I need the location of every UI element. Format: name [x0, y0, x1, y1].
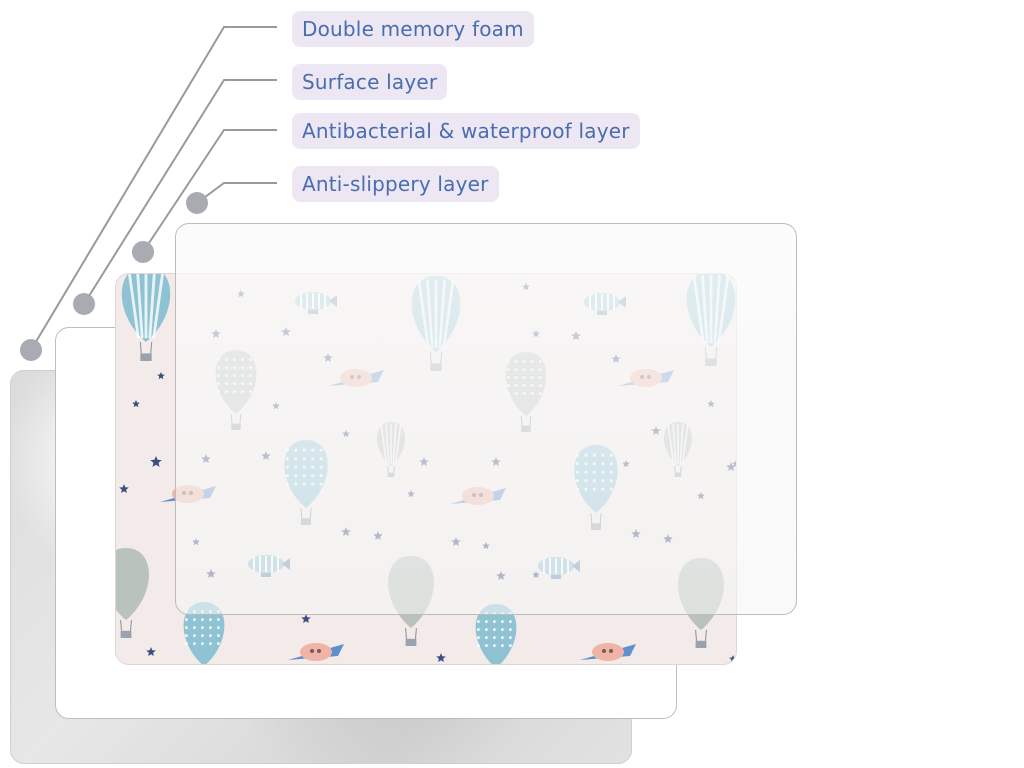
connector-dot-surface [73, 293, 95, 315]
star-icon [301, 614, 311, 623]
label-anti-slippery-layer: Anti-slippery layer [292, 166, 499, 202]
star-icon [119, 484, 129, 493]
balloon-icon [121, 274, 171, 361]
plane-icon [288, 643, 344, 661]
star-icon [150, 456, 162, 467]
label-antibacterial-waterproof-layer: Antibacterial & waterproof layer [292, 113, 640, 149]
connector-line-antibacterial [142, 129, 277, 253]
connector-line-antislip [196, 182, 277, 204]
label-surface-layer: Surface layer [292, 64, 448, 100]
plane-icon [580, 643, 636, 661]
connector-line-surface [83, 79, 277, 305]
label-double-memory-foam: Double memory foam [292, 11, 534, 47]
star-icon [436, 653, 446, 662]
star-icon [132, 400, 140, 408]
connector-dot-foam [20, 339, 42, 361]
connector-dot-antibacterial [132, 241, 154, 263]
star-icon [146, 647, 156, 656]
connector-line-foam [30, 26, 277, 351]
transparent-top-layer [175, 223, 797, 615]
star-icon [157, 372, 165, 380]
balloon-icon [116, 548, 149, 638]
connector-dot-antislip [186, 192, 208, 214]
